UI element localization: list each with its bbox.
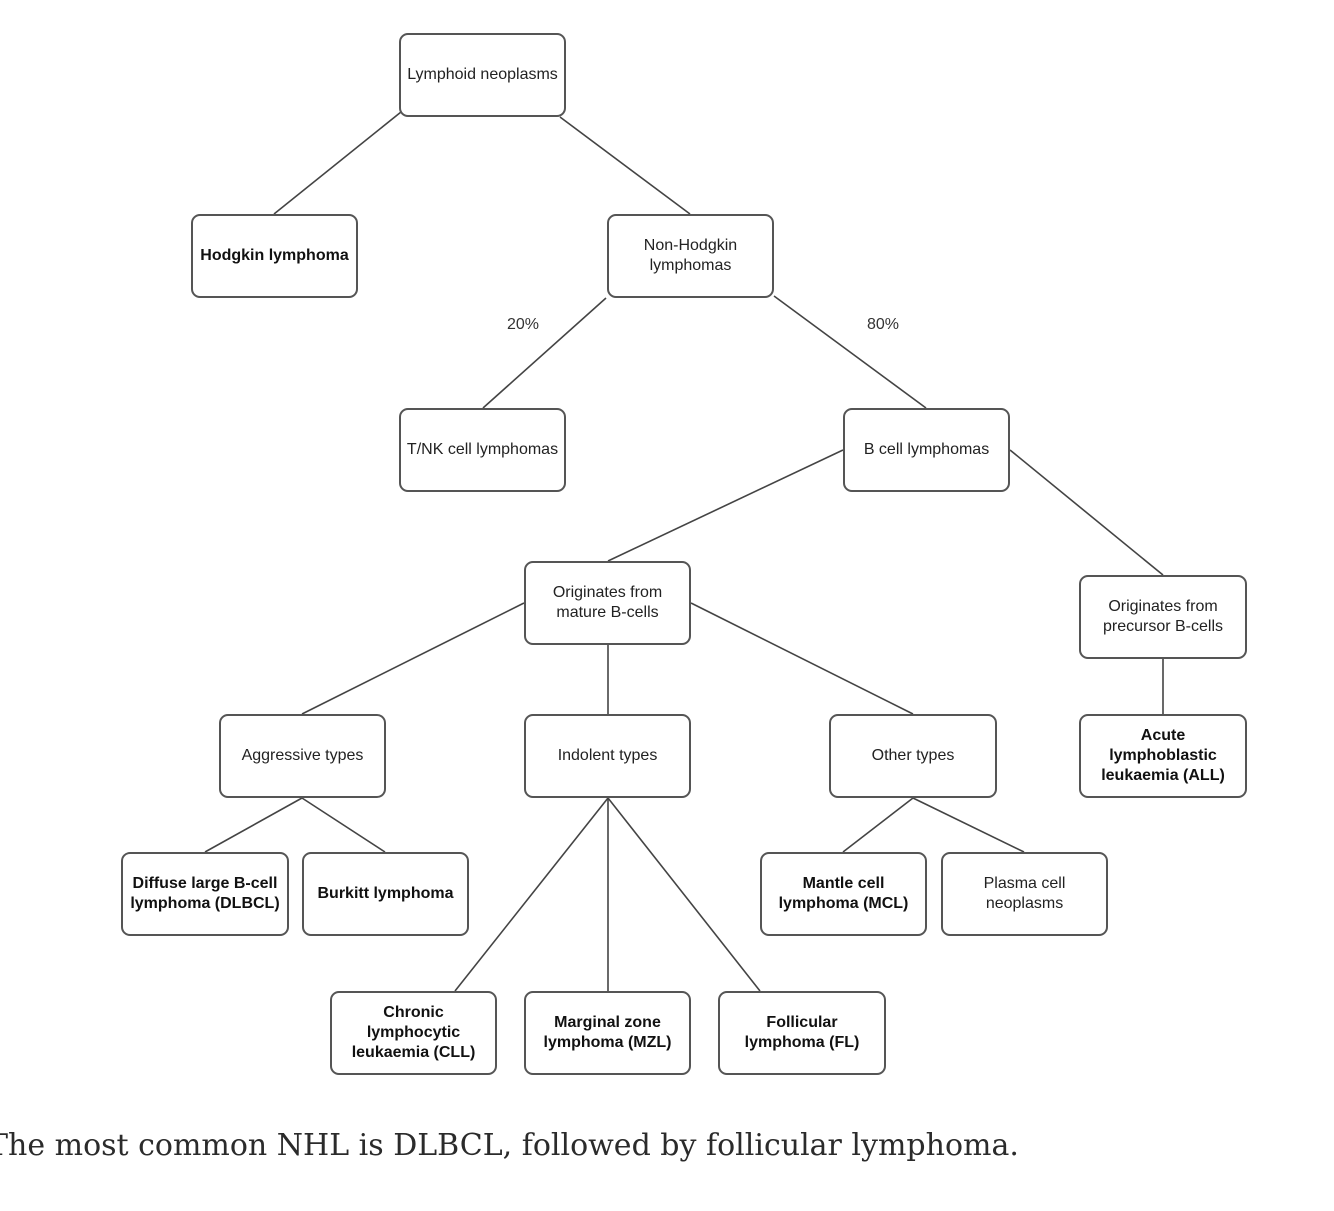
- node-non-hodgkin-lymphomas: Non-Hodgkin lymphomas: [607, 214, 774, 298]
- edge-other-plasma: [912, 797, 1025, 853]
- node-marginal-zone-lymphoma: Marginal zone lymphoma (MZL): [524, 991, 691, 1075]
- lymphoid-neoplasm-classification-diagram: Lymphoid neoplasms Hodgkin lymphoma Non-…: [121, 33, 1247, 1075]
- edge-nonhodgkin-bcell: [773, 295, 927, 409]
- edge-lymphoid-hodgkin: [273, 111, 402, 215]
- node-chronic-lymphocytic-leukaemia: Chronic lymphocytic leukaemia (CLL): [330, 991, 497, 1075]
- node-mature-b-cells: Originates from mature B-cells: [524, 561, 691, 645]
- connector-lines: [204, 111, 1164, 992]
- node-mantle-cell-lymphoma: Mantle cell lymphoma (MCL): [760, 852, 927, 936]
- node-follicular-lymphoma: Follicular lymphoma (FL): [718, 991, 886, 1075]
- node-precursor-b-cells: Originates from precursor B-cells: [1079, 575, 1247, 659]
- edge-aggressive-burkitt: [301, 797, 386, 853]
- node-dlbcl: Diffuse large B-cell lymphoma (DLBCL): [121, 852, 289, 936]
- node-burkitt-lymphoma: Burkitt lymphoma: [302, 852, 469, 936]
- edge-mature-other: [690, 602, 914, 715]
- edge-label-bcell-share: 80%: [867, 316, 900, 333]
- node-hodgkin-lymphoma: Hodgkin lymphoma: [191, 214, 358, 298]
- node-b-cell-lymphomas: B cell lymphomas: [843, 408, 1010, 492]
- node-tnk-cell-lymphomas: T/NK cell lymphomas: [399, 408, 566, 492]
- node-aggressive-types: Aggressive types: [219, 714, 386, 798]
- node-other-types: Other types: [829, 714, 997, 798]
- edge-nonhodgkin-tnk: [482, 297, 607, 409]
- edge-label-tnk-share: 20%: [507, 316, 540, 333]
- edge-bcell-mature: [607, 449, 844, 562]
- node-lymphoid-neoplasms: Lymphoid neoplasms: [399, 33, 566, 117]
- edge-indolent-fl: [607, 797, 761, 992]
- edge-lymphoid-nonhodgkin: [559, 116, 691, 215]
- edge-other-mcl: [842, 797, 914, 853]
- diagram-caption: The most common NHL is DLBCL, followed b…: [0, 1128, 1019, 1163]
- edge-indolent-cll: [454, 797, 609, 992]
- node-indolent-types: Indolent types: [524, 714, 691, 798]
- edge-mature-aggressive: [301, 602, 525, 715]
- edge-bcell-precursor: [1009, 449, 1164, 576]
- edge-aggressive-dlbcl: [204, 797, 303, 853]
- node-plasma-cell-neoplasms: Plasma cell neoplasms: [941, 852, 1108, 936]
- node-acute-lymphoblastic-leukaemia: Acute lymphoblastic leukaemia (ALL): [1079, 714, 1247, 798]
